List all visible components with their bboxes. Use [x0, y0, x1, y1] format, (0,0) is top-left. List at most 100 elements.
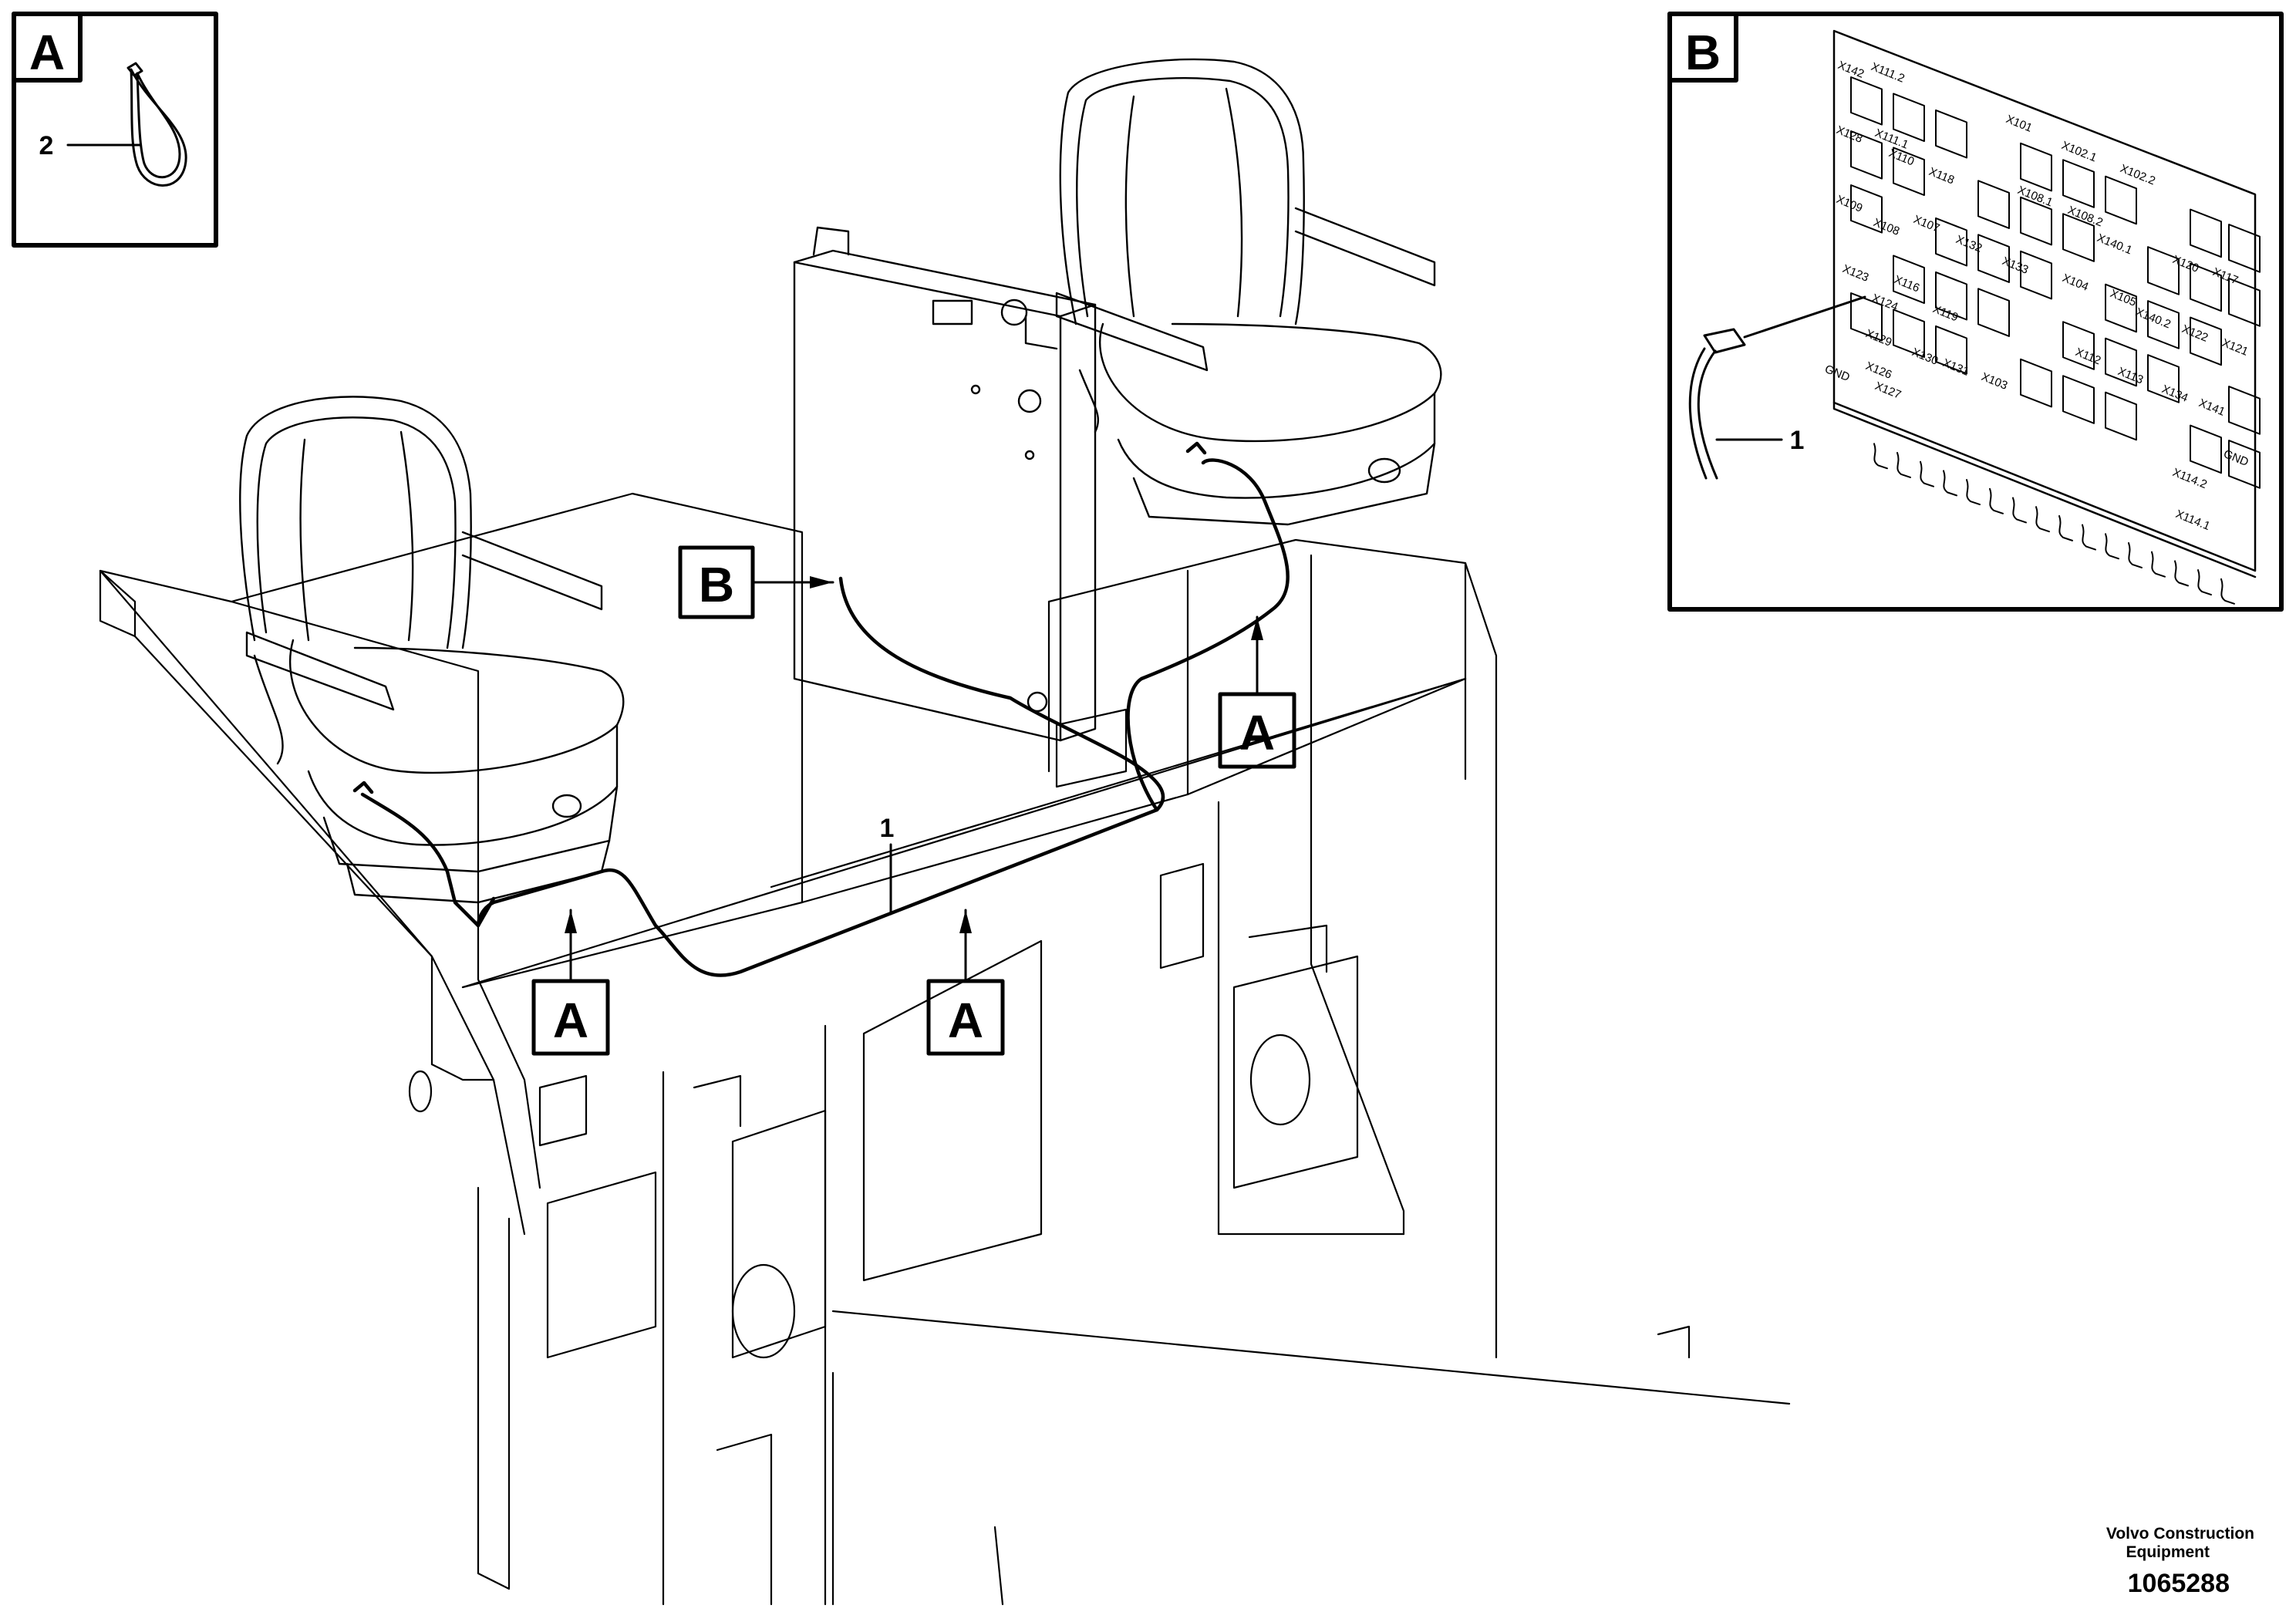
- board-pin-label: X108.1: [2016, 184, 2055, 210]
- board-connector: [2020, 142, 2052, 192]
- brand-name-line2: Equipment: [2126, 1543, 2210, 1561]
- board-pin-label: X119: [1931, 302, 1961, 324]
- marker-b: B: [699, 557, 734, 612]
- board-fuse-clip: [2058, 514, 2073, 541]
- board-fuse-clip: [2197, 569, 2212, 596]
- board-connector: [1977, 234, 2010, 283]
- marker-box-a-left: [531, 979, 610, 1056]
- board-pin-label: X132: [1954, 233, 1984, 255]
- inset-b: [1667, 12, 2284, 612]
- marker-a-left: A: [553, 993, 588, 1048]
- board-connector: [1893, 255, 1925, 305]
- wire-harness: [352, 441, 1290, 977]
- board-connector: [2105, 283, 2137, 333]
- inset-b-tag: [1667, 12, 1738, 83]
- board-fuse-clip: [2012, 497, 2027, 524]
- board-pin-label: X105: [2109, 287, 2139, 309]
- board-connector: [1935, 325, 1967, 375]
- board-pin-label: X127: [1873, 379, 1903, 402]
- board-pin-label: X121: [2220, 336, 2250, 359]
- board-fuse-clip: [1966, 479, 1981, 506]
- board-connector: [2190, 262, 2222, 312]
- board-pin-label: X140.1: [2095, 231, 2134, 258]
- board-pin-label: X117: [2211, 265, 2240, 287]
- board-pin-label: X103: [1980, 370, 2010, 393]
- board-fuse-clip: [2151, 551, 2166, 578]
- board-pin-label: X118: [1927, 165, 1957, 187]
- board-pin-label: X108.2: [2066, 204, 2105, 230]
- board-connector: [2147, 300, 2180, 349]
- cable-tie-icon: [126, 62, 187, 187]
- board-pin-label: X140.2: [2134, 305, 2173, 332]
- board-connector: [2105, 391, 2137, 441]
- board-connector: [2062, 159, 2095, 208]
- board-connector: [2190, 424, 2222, 474]
- board-fuse-clip: [1989, 487, 2004, 514]
- control-box: [793, 226, 1097, 742]
- board-fuse-clip: [1873, 443, 1888, 470]
- board-pin-label: X124: [1870, 292, 1900, 314]
- inset-a-callout: 2: [39, 131, 54, 160]
- board-connector: [2062, 375, 2095, 424]
- board-pin-label: X133: [2001, 255, 2031, 277]
- board-pin-label: X104: [2061, 271, 2091, 294]
- board-pin-label: X114.1: [2174, 508, 2212, 533]
- board-pin-label: X141: [2197, 396, 2227, 419]
- board-connector: [1850, 184, 1883, 234]
- board-pin-label: X120: [2171, 253, 2201, 275]
- board-connector: [2020, 358, 2052, 408]
- marker-box-a-center: [926, 979, 1005, 1056]
- left-operator-seat: [239, 396, 625, 904]
- board-pin-label: X128: [1835, 123, 1865, 146]
- board-connector: [1893, 93, 1925, 143]
- board-connector: [2228, 224, 2261, 273]
- board-fuse-clip: [2220, 578, 2235, 605]
- board-connector: [1977, 288, 2010, 337]
- board-connector: [2020, 196, 2052, 246]
- harness-plug: [1688, 295, 1866, 480]
- board-connector: [2147, 246, 2180, 295]
- board-pin-label: GND: [1823, 363, 1852, 384]
- circuit-board: [1832, 29, 2261, 605]
- board-pin-label: X122: [2180, 322, 2210, 345]
- board-pin-label: X126: [1864, 359, 1894, 382]
- board-connector: [1977, 180, 2010, 229]
- board-connector: [1850, 130, 1883, 180]
- brand-name: Volvo Construction: [2106, 1525, 2254, 1543]
- board-connector: [1935, 109, 1967, 159]
- marker-boxes: [531, 545, 1296, 1056]
- board-connector: [2020, 250, 2052, 300]
- marker-a-right: A: [1239, 705, 1275, 760]
- document-number: 1065288: [2127, 1569, 2230, 1598]
- board-connector: [1850, 76, 1883, 126]
- board-pin-label: GND: [2222, 447, 2250, 469]
- board-connector: [2105, 175, 2137, 225]
- board-connector: [2190, 208, 2222, 258]
- board-connector: [1893, 309, 1925, 359]
- marker-box-a-right: [1218, 692, 1296, 769]
- inset-a-tag: [12, 12, 83, 83]
- board-fuse-clip: [2128, 541, 2143, 568]
- board-pin-label: X107: [1912, 213, 1942, 235]
- board-pin-label: X112: [2074, 346, 2103, 367]
- inset-a: [12, 12, 218, 248]
- board-pin-label: X110: [1887, 147, 1917, 168]
- board-pin-label: X129: [1864, 327, 1894, 349]
- board-pin-label: X109: [1835, 193, 1865, 215]
- inset-a-letter: A: [29, 25, 65, 80]
- board-connector: [1893, 147, 1925, 197]
- board-fuse-clip: [2082, 524, 2096, 551]
- board-connector: [1935, 217, 1967, 267]
- harness-callout: 1: [880, 814, 895, 843]
- board-connector: [2105, 337, 2137, 387]
- board-pin-label: X123: [1841, 262, 1871, 285]
- machine-frame: [99, 492, 1791, 1606]
- callout-arrowheads: [565, 576, 1263, 933]
- board-connector: [1850, 292, 1883, 342]
- inset-b-frame: [1667, 12, 2284, 612]
- right-operator-seat: [1055, 58, 1442, 526]
- board-connector: [2147, 354, 2180, 403]
- board-pin-label: X108: [1872, 216, 1902, 238]
- board-pin-label: X111.2: [1870, 60, 1907, 86]
